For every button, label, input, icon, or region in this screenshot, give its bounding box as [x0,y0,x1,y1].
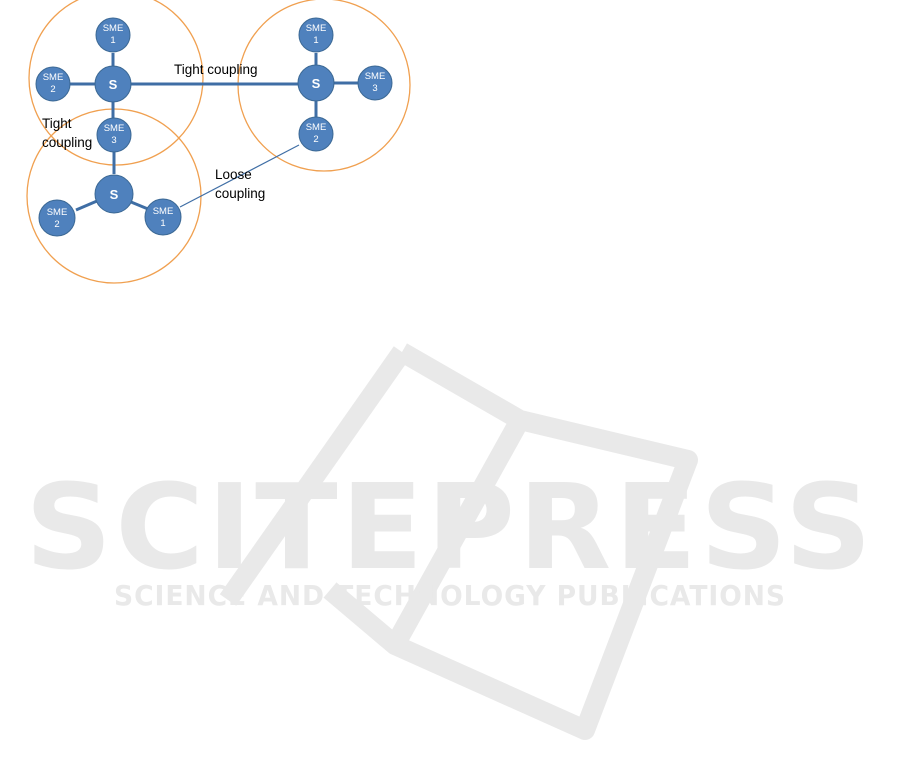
node-a-sme3: SME 3 [97,118,131,152]
label-loose-coupling-2: coupling [215,186,265,201]
node-a-sme2-number: 2 [50,84,55,95]
node-a-sme2-label: SME [43,72,64,83]
watermark-tagline: SCIENCE AND TECHNOLOGY PUBLICATIONS [114,579,786,612]
node-a-sme1-number: 1 [110,35,115,46]
node-b-sme3: SME 3 [358,66,392,100]
node-b-sme3-number: 3 [372,83,377,94]
node-c-sme2-number: 2 [54,219,59,230]
node-b-hub-label: S [312,76,321,91]
label-tight-coupling-top: Tight coupling [174,62,258,77]
node-a-hub-label: S [109,77,118,92]
node-c-hub-label: S [110,187,119,202]
watermark-brand: SCITEPRESS [25,458,875,596]
watermark: SCITEPRESS SCIENCE AND TECHNOLOGY PUBLIC… [25,352,875,730]
node-b-sme2-label: SME [306,122,327,133]
node-c-hub: S [95,175,133,213]
link-c-s-sme2 [76,201,97,210]
node-c-sme1-number: 1 [160,218,165,229]
node-c-sme2: SME 2 [39,200,75,236]
label-tight-coupling-left-1: Tight [42,116,72,131]
node-a-sme3-label: SME [104,123,125,134]
node-b-sme1-label: SME [306,23,327,34]
node-a-sme1-label: SME [103,23,124,34]
node-b-sme2-number: 2 [313,134,318,145]
label-loose-coupling-1: Loose [215,167,252,182]
node-b-sme1: SME 1 [299,18,333,52]
node-a-sme2: SME 2 [36,67,70,101]
node-a-sme3-number: 3 [111,135,116,146]
node-a-hub: S [95,66,131,102]
node-b-sme3-label: SME [365,71,386,82]
node-c-sme1-label: SME [153,206,174,217]
node-c-sme2-label: SME [47,207,68,218]
node-c-sme1: SME 1 [145,199,181,235]
node-a-sme1: SME 1 [96,18,130,52]
label-tight-coupling-left-2: coupling [42,135,92,150]
node-b-sme1-number: 1 [313,35,318,46]
link-c-s-sme1 [131,202,148,209]
node-b-sme2: SME 2 [299,117,333,151]
node-b-hub: S [298,65,334,101]
